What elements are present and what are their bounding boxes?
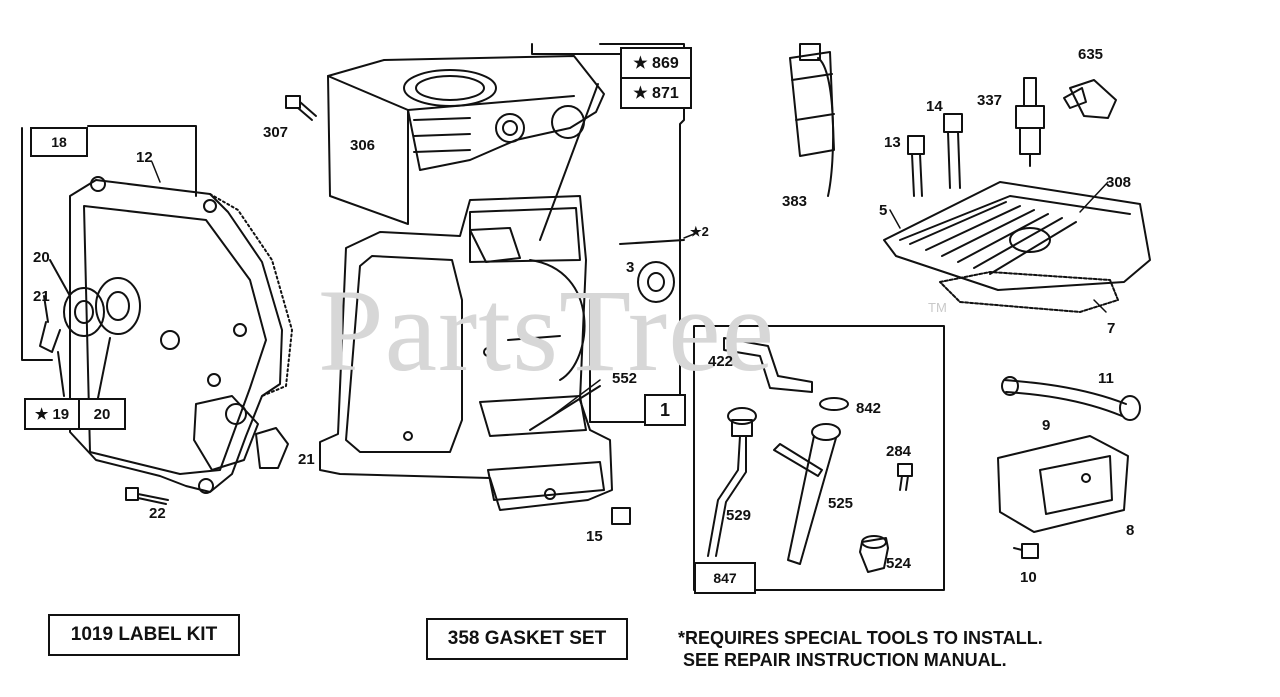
callout-422: 422 (708, 353, 734, 370)
special-tools-note-line1: *REQUIRES SPECIAL TOOLS TO INSTALL. (678, 628, 1043, 648)
special-tools-note-line2: SEE REPAIR INSTRUCTION MANUAL. (678, 650, 1007, 670)
callout-306: 306 (350, 137, 376, 154)
breather-assembly (997, 435, 1129, 533)
callout-14: 14 (926, 98, 943, 115)
callout-284: 284 (886, 443, 912, 460)
spark-plug (1015, 77, 1045, 167)
part-box-18: 18 (30, 127, 88, 157)
bolt-14 (943, 113, 963, 189)
callout-308: 308 (1106, 174, 1132, 191)
breather-tube (1001, 376, 1141, 421)
part-box-19: ★ 19 (24, 398, 80, 430)
part-box-869: ★ 869 (620, 47, 692, 79)
callout-13: 13 (884, 134, 901, 151)
oil-seal (39, 259, 141, 399)
callout-21-right: 21 (298, 451, 315, 468)
callout-21-left: 21 (33, 288, 50, 305)
callout-529: 529 (726, 507, 752, 524)
callout-5: 5 (879, 202, 888, 219)
callout-307: 307 (263, 124, 289, 141)
spark-plug-boot (1063, 79, 1117, 119)
callout-525: 525 (828, 495, 854, 512)
dipstick-529 (707, 407, 757, 557)
dipstick-kit-frame (693, 325, 945, 591)
callout-635: 635 (1078, 46, 1104, 63)
callout-22: 22 (149, 505, 166, 522)
part-box-871: ★ 871 (620, 77, 692, 109)
part-box-1: 1 (644, 394, 686, 426)
callout-383: 383 (782, 193, 808, 210)
trademark-mark: TM (928, 300, 947, 315)
bolt-307 (285, 95, 317, 121)
gasket-set-box: 358 GASKET SET (426, 618, 628, 660)
partstree-watermark: PartsTree (318, 265, 775, 396)
cylinder-head (883, 181, 1151, 291)
callout-3: 3 (626, 259, 635, 276)
dipstick-tube (773, 423, 841, 565)
cylinder-shroud (327, 55, 605, 225)
screw-22 (125, 487, 169, 505)
engine-block (319, 195, 613, 511)
callout-337: 337 (977, 92, 1003, 109)
crankcase-cover-group (21, 125, 197, 361)
label-kit-box: 1019 LABEL KIT (48, 614, 240, 656)
o-ring-842 (819, 397, 849, 411)
ignition-coil (789, 43, 835, 197)
block-group-bracket (531, 43, 685, 423)
head-gasket (939, 271, 1119, 313)
callout-552: 552 (612, 370, 638, 387)
callout-15: 15 (586, 528, 603, 545)
drain-plug-15 (611, 507, 631, 525)
bracket-422 (723, 337, 813, 393)
part-box-847: 847 (694, 562, 756, 594)
callout-842: 842 (856, 400, 882, 417)
leader-lines (151, 161, 1109, 417)
callout-9: 9 (1042, 417, 1051, 434)
screw-284 (897, 463, 913, 491)
screw-10 (1013, 543, 1039, 559)
part-box-20: 20 (78, 398, 126, 430)
callout-2: ★2 (690, 224, 709, 239)
seal-3 (637, 261, 675, 303)
callout-10: 10 (1020, 569, 1037, 586)
callout-12: 12 (136, 149, 153, 166)
callout-524: 524 (886, 555, 912, 572)
callout-20: 20 (33, 249, 50, 266)
plug-524 (859, 535, 889, 573)
callout-7: 7 (1107, 320, 1116, 337)
bolt-13 (907, 135, 925, 197)
crankcase-cover (69, 176, 293, 494)
callout-11: 11 (1098, 370, 1114, 387)
callout-8: 8 (1126, 522, 1135, 539)
